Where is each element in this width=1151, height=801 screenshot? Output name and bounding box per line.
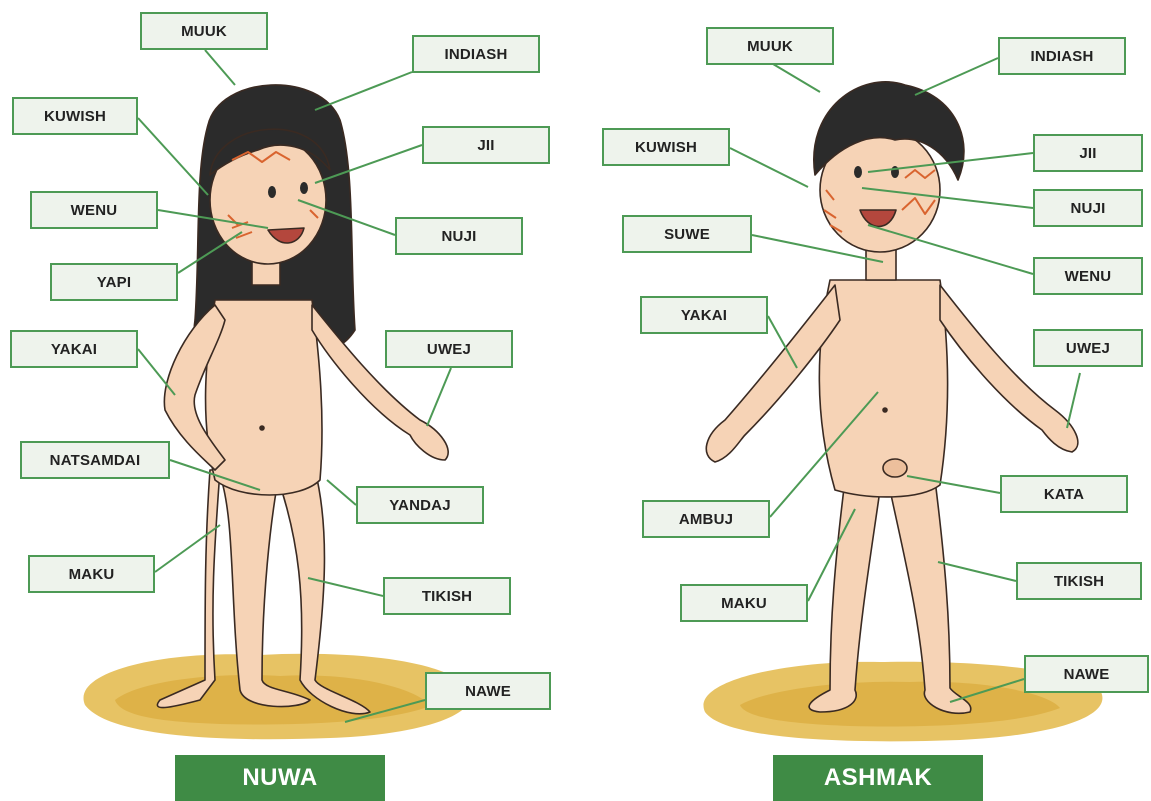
label-girl-tikish: TIKISH bbox=[383, 577, 511, 615]
label-boy-tikish: TIKISH bbox=[1016, 562, 1142, 600]
label-boy-maku: MAKU bbox=[680, 584, 808, 622]
label-boy-indiash: INDIASH bbox=[998, 37, 1126, 75]
label-girl-jii: JII bbox=[422, 126, 550, 164]
label-boy-kuwish: KUWISH bbox=[602, 128, 730, 166]
girl-figure bbox=[157, 85, 448, 714]
label-girl-muuk: MUUK bbox=[140, 12, 268, 50]
label-boy-ambuj: AMBUJ bbox=[642, 500, 770, 538]
label-girl-yakai: YAKAI bbox=[10, 330, 138, 368]
label-girl-yapi: YAPI bbox=[50, 263, 178, 301]
label-girl-kuwish: KUWISH bbox=[12, 97, 138, 135]
label-boy-nuji: NUJI bbox=[1033, 189, 1143, 227]
label-boy-muuk: MUUK bbox=[706, 27, 834, 65]
label-boy-uwej: UWEJ bbox=[1033, 329, 1143, 367]
title-boy: ASHMAK bbox=[773, 755, 983, 801]
label-girl-maku: MAKU bbox=[28, 555, 155, 593]
label-boy-yakai: YAKAI bbox=[640, 296, 768, 334]
label-girl-natsamdai: NATSAMDAI bbox=[20, 441, 170, 479]
label-boy-wenu: WENU bbox=[1033, 257, 1143, 295]
girl-torso bbox=[206, 300, 322, 495]
title-girl: NUWA bbox=[175, 755, 385, 801]
label-boy-kata: KATA bbox=[1000, 475, 1128, 513]
label-girl-wenu: WENU bbox=[30, 191, 158, 229]
label-boy-nawe: NAWE bbox=[1024, 655, 1149, 693]
label-girl-nuji: NUJI bbox=[395, 217, 523, 255]
label-girl-yandaj: YANDAJ bbox=[356, 486, 484, 524]
boy-arm-right bbox=[940, 285, 1078, 452]
label-girl-indiash: INDIASH bbox=[412, 35, 540, 73]
label-boy-jii: JII bbox=[1033, 134, 1143, 172]
label-girl-uwej: UWEJ bbox=[385, 330, 513, 368]
label-boy-suwe: SUWE bbox=[622, 215, 752, 253]
label-girl-nawe: NAWE bbox=[425, 672, 551, 710]
